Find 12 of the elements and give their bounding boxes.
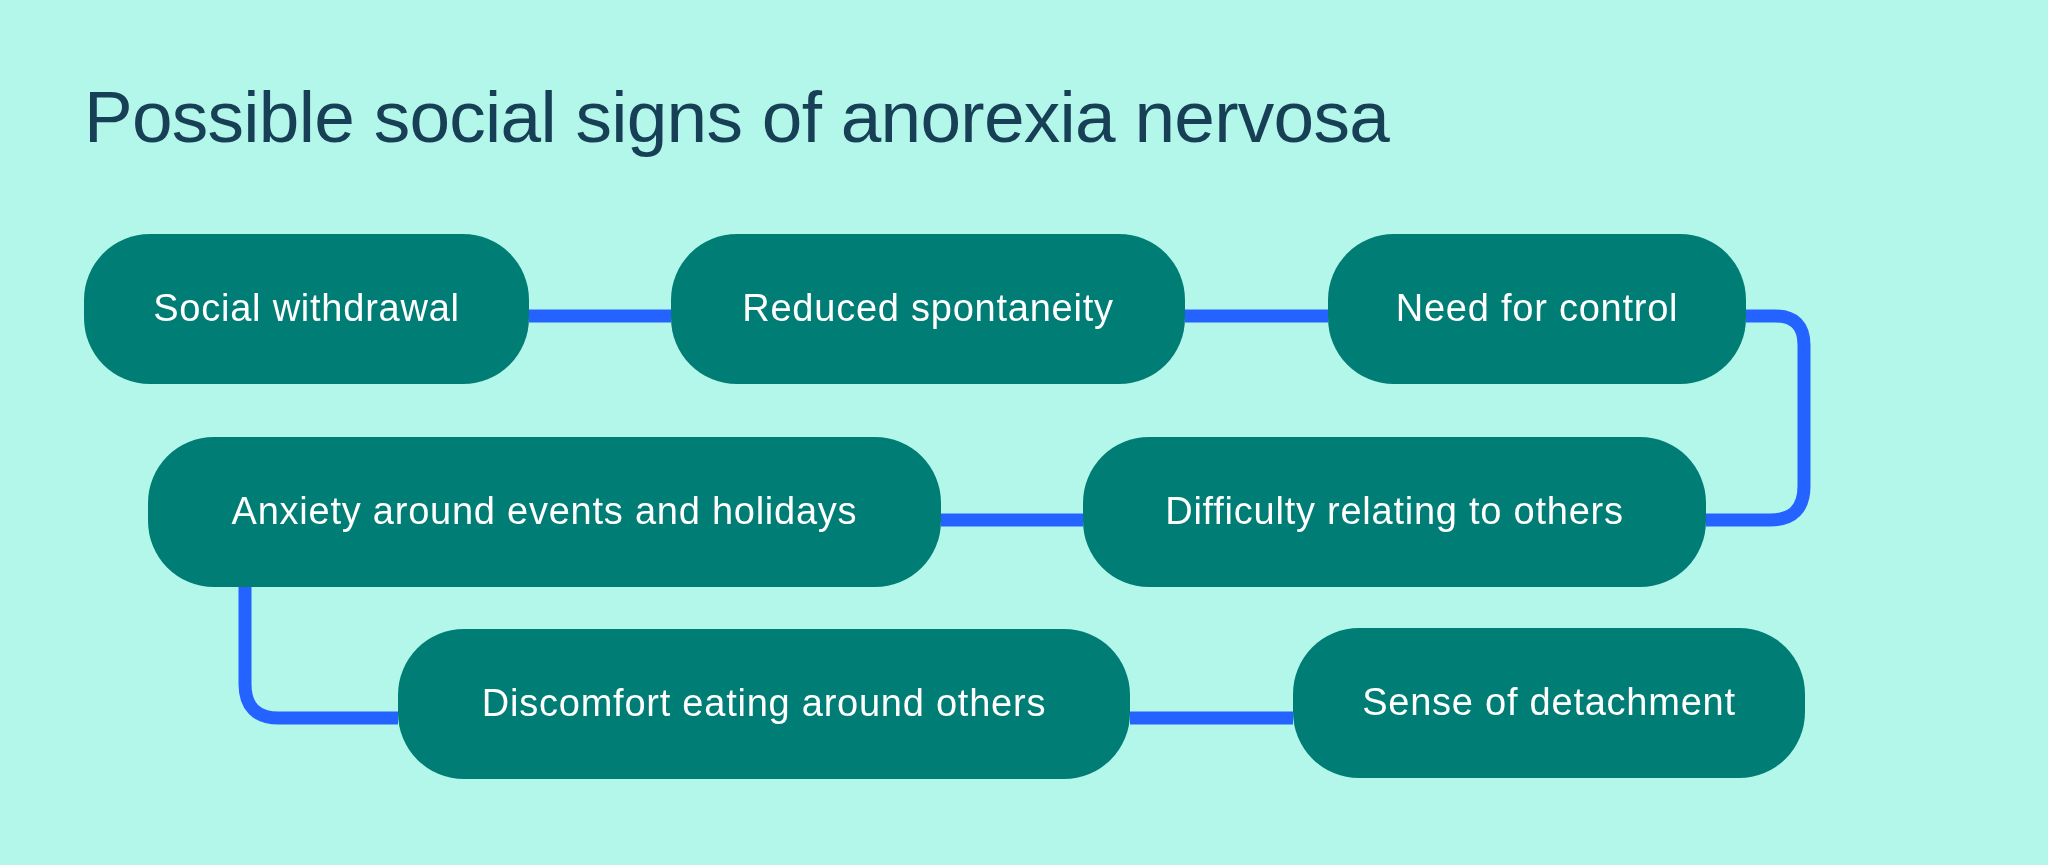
connector-line	[238, 587, 398, 725]
node-label: Reduced spontaneity	[742, 286, 1114, 332]
node-label: Sense of detachment	[1362, 680, 1736, 726]
node-label: Need for control	[1395, 286, 1679, 332]
node-label: Difficulty relating to others	[1165, 489, 1624, 535]
connector-line	[529, 309, 671, 323]
node-label: Discomfort eating around others	[481, 681, 1047, 727]
node-label: Social withdrawal	[153, 286, 460, 332]
connector-line	[941, 513, 1083, 527]
node-label: Anxiety around events and holidays	[231, 489, 858, 535]
connector-line	[1185, 309, 1328, 323]
connector-line	[1130, 711, 1293, 725]
